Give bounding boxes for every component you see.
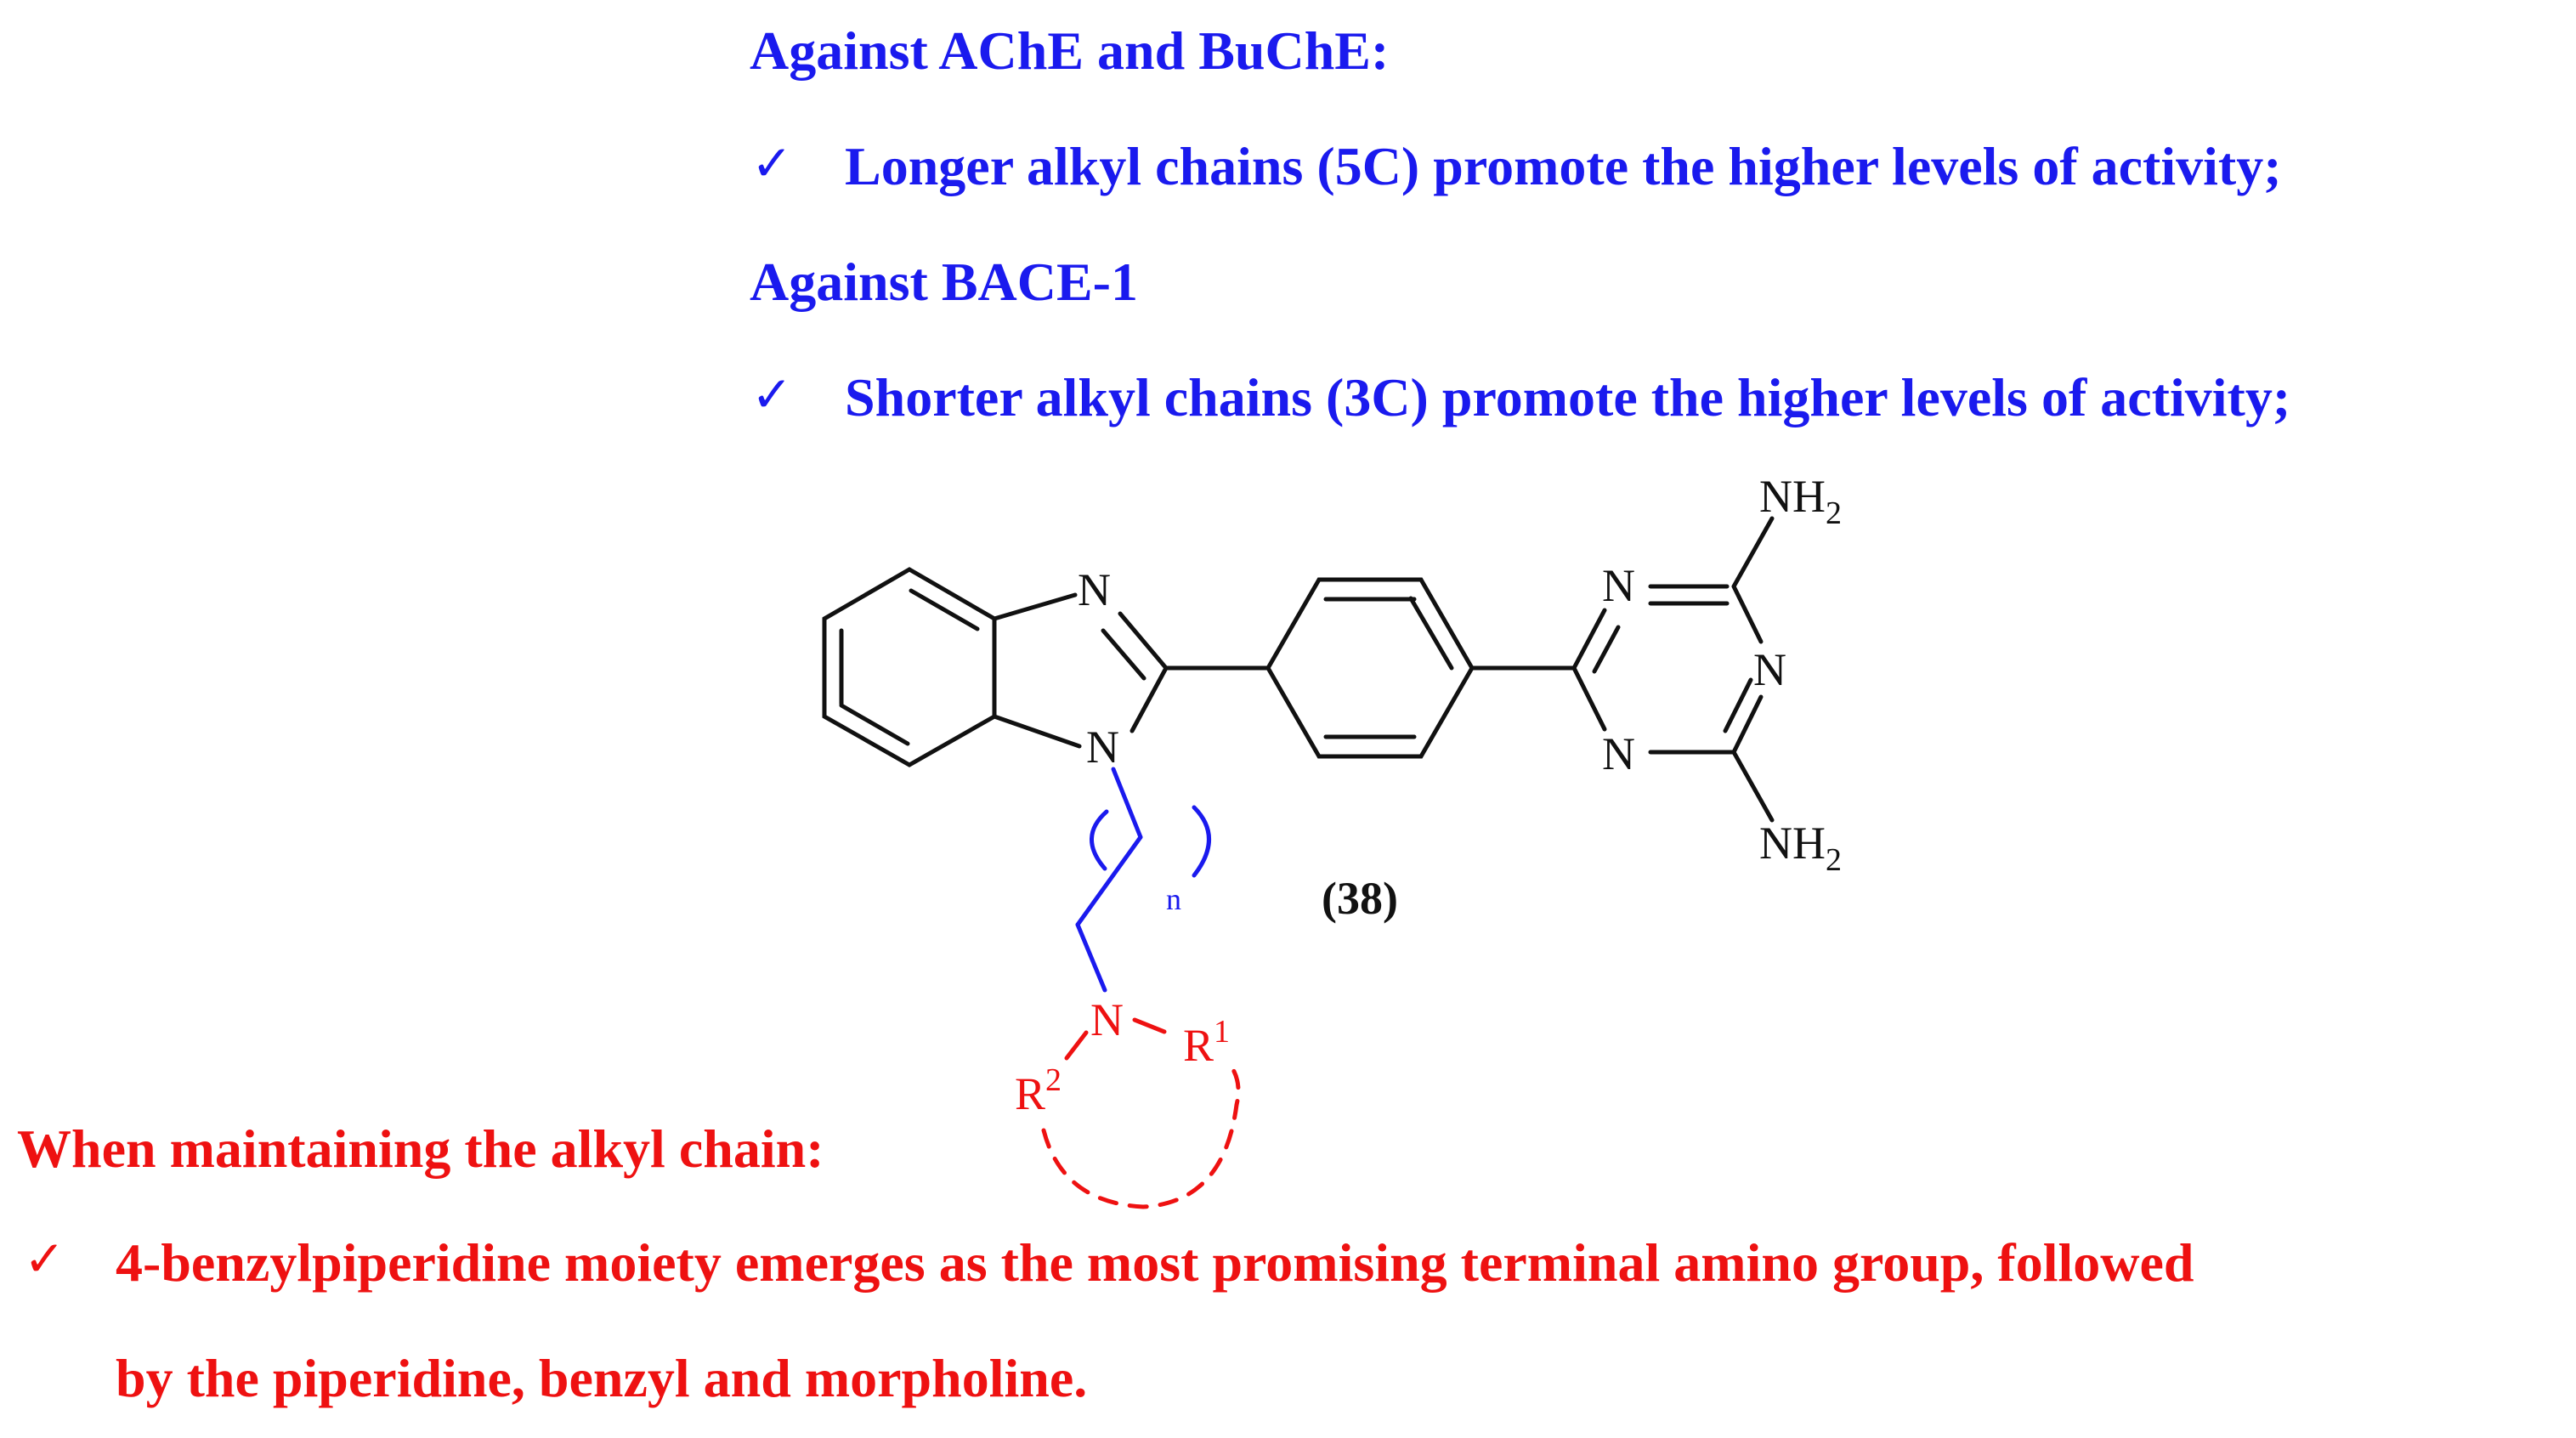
amine-bond-bottom (1731, 750, 1775, 823)
substituent-r1: R1 (1183, 1014, 1230, 1071)
imidazole-bond (992, 592, 1078, 621)
check-mark-icon: ✓ (24, 1230, 65, 1288)
atom-n-imidazole-substituted: N (1086, 722, 1119, 773)
alkyl-chain-heading: When maintaining the alkyl chain: (17, 1118, 824, 1179)
atom-n-imidazole: N (1078, 564, 1111, 615)
repeat-bracket-right (1192, 805, 1211, 878)
alkyl-chain-bond (1075, 922, 1107, 993)
benzimidazole-benzene-ring (822, 567, 997, 767)
amine-nh2-bottom: NH2 (1759, 818, 1842, 878)
alkyl-chain-bond (1075, 835, 1143, 927)
bace1-heading: Against BACE-1 (750, 252, 1138, 312)
longer-chain-point: Longer alkyl chains (5C) promote the hig… (845, 136, 2282, 196)
atom-n-triazine: N (1753, 644, 1786, 695)
amine-bond-top (1731, 516, 1775, 589)
amine-nh2-top: NH2 (1759, 471, 1842, 531)
amine-r2-bond (1064, 1030, 1089, 1061)
compound-label: (38) (1322, 873, 1398, 924)
terminal-ring-dashed (1041, 1060, 1241, 1209)
amine-r1-bond (1132, 1017, 1167, 1034)
check-mark-icon: ✓ (751, 365, 793, 423)
repeat-bracket-left (1090, 809, 1109, 871)
shorter-chain-point: Shorter alkyl chains (3C) promote the hi… (845, 367, 2291, 427)
repeat-subscript: n (1166, 882, 1181, 916)
benzylpiperidine-point-line2: by the piperidine, benzyl and morpholine… (116, 1348, 1088, 1408)
phenyl-ring (1265, 577, 1475, 759)
atom-n-triazine: N (1602, 728, 1635, 779)
atom-n-triazine: N (1602, 560, 1635, 611)
acche-buche-heading: Against AChE and BuChE: (750, 20, 1390, 81)
substituent-r2: R2 (1015, 1062, 1062, 1119)
check-mark-icon: ✓ (751, 134, 793, 192)
alkyl-chain-bond (1111, 767, 1143, 840)
atom-n-terminal: N (1090, 994, 1124, 1045)
benzylpiperidine-point-line1: 4-benzylpiperidine moiety emerges as the… (116, 1232, 2194, 1293)
